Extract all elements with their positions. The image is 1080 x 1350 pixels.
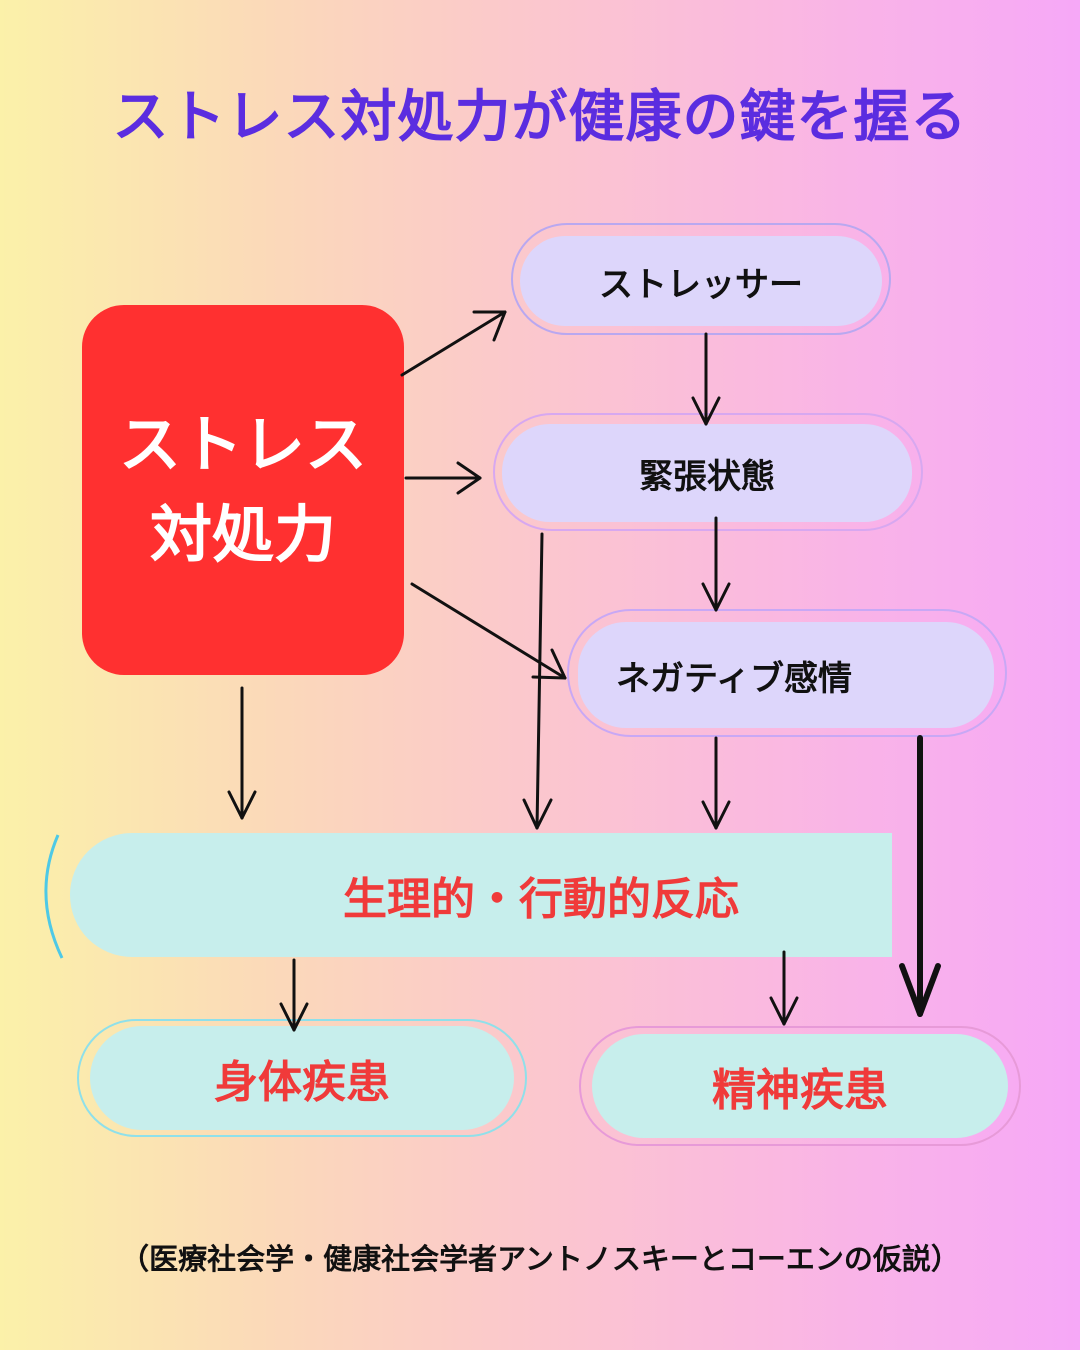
arrow-tension-to-response [522, 532, 553, 830]
arrow-coping-to-response [227, 686, 257, 820]
mental-illness-label: 精神疾患 [712, 1065, 888, 1116]
response-label: 生理的・行動的反応 [343, 874, 739, 925]
arrow-negative-emotion-to-response [701, 736, 731, 830]
stress-coping-label-line2: 対処力 [149, 498, 336, 571]
physical-illness-node: 身体疾患 [90, 1026, 514, 1130]
response-band: 生理的・行動的反応 [70, 833, 892, 957]
arrow-tension-to-negative-emotion [701, 516, 731, 612]
arrow-coping-to-stressor [400, 310, 507, 377]
arrow-negative-emotion-to-mental-illness [899, 735, 941, 1017]
tension-node: 緊張状態 [502, 424, 912, 522]
arrow-response-to-mental-illness [769, 950, 799, 1026]
page-title: ストレス対処力が健康の鍵を握る [112, 85, 968, 150]
arrow-coping-to-tension [404, 461, 482, 495]
arrow-response-to-physical-illness [279, 958, 309, 1032]
stress-coping-label-line1: ストレス [118, 408, 367, 482]
mental-illness-node: 精神疾患 [592, 1034, 1008, 1138]
stressor-label: ストレッサー [599, 264, 803, 305]
source-footnote: （医療社会学・健康社会学者アントノスキーとコーエンの仮説） [120, 1242, 960, 1276]
physical-illness-label: 身体疾患 [214, 1057, 390, 1108]
stress-coping-box: ストレス 対処力 [82, 305, 404, 675]
tension-label: 緊張状態 [639, 456, 775, 497]
arrow-stressor-to-tension [691, 332, 721, 426]
negative-emotion-label: ネガティブ感情 [616, 658, 852, 699]
negative-emotion-node: ネガティブ感情 [578, 622, 994, 728]
stressor-node: ストレッサー [520, 236, 882, 326]
